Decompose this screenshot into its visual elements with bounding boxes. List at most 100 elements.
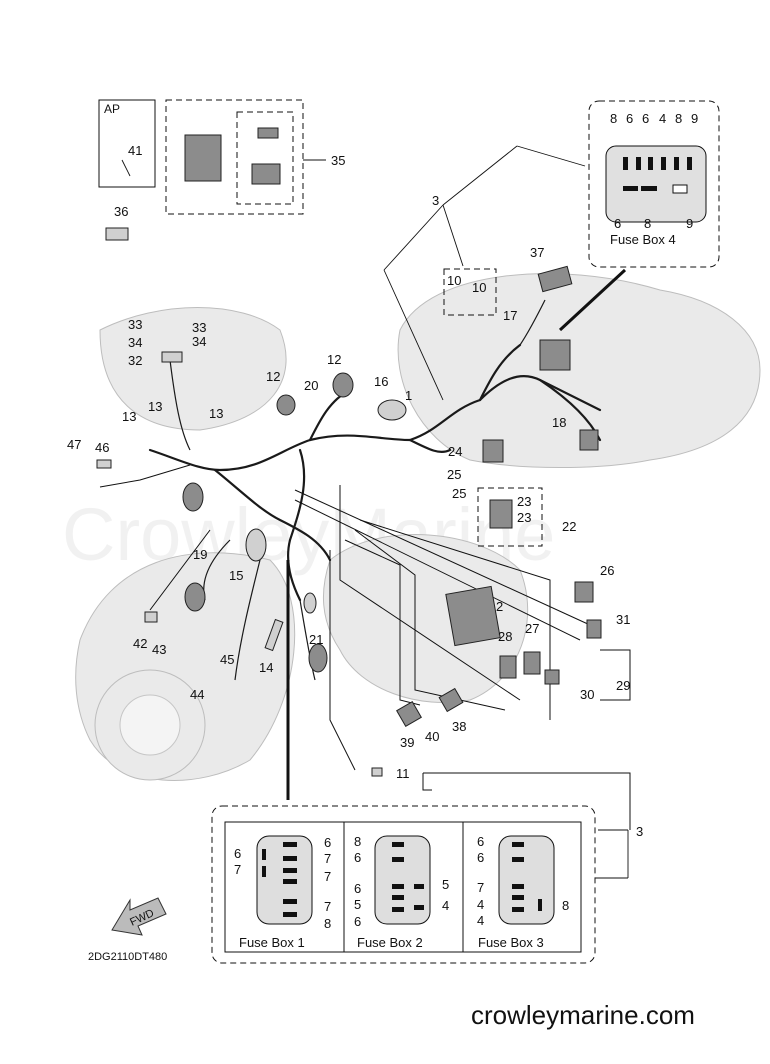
callout-20: 20 bbox=[304, 378, 318, 393]
callout-30: 30 bbox=[580, 687, 594, 702]
callout-47: 40 bbox=[425, 729, 439, 744]
callout-17: 17 bbox=[503, 308, 517, 323]
callout-1: 1 bbox=[405, 388, 412, 403]
fuse-box-2: 8 6 6 5 6 5 4 Fuse Box 2 bbox=[354, 834, 449, 950]
fuse-box-1-title: Fuse Box 1 bbox=[239, 935, 305, 950]
callout-19: 19 bbox=[193, 547, 207, 562]
callout-16: 16 bbox=[374, 374, 388, 389]
fb4-bottom-pin-1: 6 bbox=[614, 216, 621, 231]
callout-13b: 13 bbox=[148, 399, 162, 414]
callout-2: 2 bbox=[496, 599, 503, 614]
fuse-boxes-panel: 6 7 6 7 7 7 8 Fuse Box 1 8 6 6 5 6 5 4 bbox=[211, 805, 596, 964]
fb4-pin-4: 4 bbox=[659, 111, 666, 126]
callout-35: 35 bbox=[331, 153, 345, 168]
fb2-left-pin-4: 5 bbox=[354, 897, 361, 912]
callout-42: 45 bbox=[220, 652, 234, 667]
callout-38: 41 bbox=[128, 143, 142, 158]
fuse-box-4-slot-9 bbox=[672, 184, 688, 194]
callout-44: 47 bbox=[67, 437, 81, 452]
fb4-bottom-pin-2: 8 bbox=[644, 216, 651, 231]
callout-23b: 23 bbox=[517, 510, 531, 525]
callout-25a: 25 bbox=[447, 467, 461, 482]
wire-harness bbox=[148, 299, 602, 681]
ecu-group-35 bbox=[165, 99, 326, 215]
fb4-pin-1: 8 bbox=[610, 111, 617, 126]
callout-11: 11 bbox=[396, 766, 410, 781]
callout-21: 21 bbox=[309, 632, 323, 647]
components bbox=[96, 265, 602, 777]
fb4-bottom-pin-3: 9 bbox=[686, 216, 693, 231]
callout-45: 38 bbox=[452, 719, 466, 734]
fb3-left-pin-1: 6 bbox=[477, 834, 484, 849]
fb3-right-pin-1: 8 bbox=[562, 898, 569, 913]
callout-28: 28 bbox=[498, 629, 512, 644]
fb1-left-pin-1: 6 bbox=[234, 846, 241, 861]
callout-23a: 23 bbox=[517, 494, 531, 509]
callout-25b: 25 bbox=[452, 486, 466, 501]
callout-34b: 34 bbox=[192, 334, 206, 349]
callout-29: 29 bbox=[616, 678, 630, 693]
drawing-code: 2DG2110DT480 bbox=[88, 951, 167, 963]
fb2-right-pin-1: 5 bbox=[442, 877, 449, 892]
callout-31: 31 bbox=[616, 612, 630, 627]
callout-33b: 33 bbox=[192, 320, 206, 335]
ap-box: AP bbox=[98, 99, 156, 188]
callout-10a: 10 bbox=[447, 273, 461, 288]
callout-22: 22 bbox=[562, 519, 576, 534]
fuse-box-3-title: Fuse Box 3 bbox=[478, 935, 544, 950]
fb3-left-pin-3: 7 bbox=[477, 880, 484, 895]
scooter-body-outline bbox=[75, 273, 761, 781]
fuse-box-3: 6 6 7 4 4 8 Fuse Box 3 bbox=[477, 834, 569, 950]
callout-13a: 13 bbox=[122, 409, 136, 424]
fuse-box-2-title: Fuse Box 2 bbox=[357, 935, 423, 950]
fb3-left-pin-2: 6 bbox=[477, 850, 484, 865]
part-36-clip bbox=[105, 227, 129, 241]
ap-label: AP bbox=[104, 102, 120, 116]
fuse-box-4-slot-6 bbox=[623, 186, 638, 191]
callout-34a: 34 bbox=[128, 335, 142, 350]
fuse-box-4-top-slots bbox=[623, 157, 692, 170]
fb1-right-pin-1: 6 bbox=[324, 835, 331, 850]
routing-lines bbox=[99, 464, 631, 879]
callout-18: 18 bbox=[552, 415, 566, 430]
forward-arrow-icon: FWD bbox=[111, 897, 167, 936]
fb2-right-pin-2: 4 bbox=[442, 898, 449, 913]
fb2-left-pin-5: 6 bbox=[354, 914, 361, 929]
callout-10b: 10 bbox=[472, 280, 486, 295]
callout-13c: 13 bbox=[209, 406, 223, 421]
fb1-right-pin-2: 7 bbox=[324, 851, 331, 866]
part-22-group bbox=[477, 487, 543, 547]
fb2-left-pin-3: 6 bbox=[354, 881, 361, 896]
callout-24: 24 bbox=[448, 444, 462, 459]
fuse-box-4-inset: 8 6 6 4 8 9 6 8 9 Fuse Box 4 bbox=[558, 100, 720, 332]
fb1-left-pin-2: 7 bbox=[234, 862, 241, 877]
callout-41: 44 bbox=[190, 687, 204, 702]
callout-3-leaders bbox=[383, 145, 586, 401]
fb2-left-pin-2: 6 bbox=[354, 850, 361, 865]
callout-46: 39 bbox=[400, 735, 414, 750]
callout-12b: 12 bbox=[266, 369, 280, 384]
fb4-pin-6: 9 bbox=[691, 111, 698, 126]
part-10-group bbox=[443, 268, 497, 316]
fb3-left-pin-5: 4 bbox=[477, 913, 484, 928]
website-url: crowleymarine.com bbox=[471, 1000, 695, 1030]
callout-27: 27 bbox=[525, 621, 539, 636]
callout-33a: 33 bbox=[128, 317, 142, 332]
fuse-box-1: 6 7 6 7 7 7 8 Fuse Box 1 bbox=[234, 835, 331, 950]
fb2-left-pin-1: 8 bbox=[354, 834, 361, 849]
callout-40: 43 bbox=[152, 642, 166, 657]
fb3-left-pin-4: 4 bbox=[477, 897, 484, 912]
callout-12a: 12 bbox=[327, 352, 341, 367]
fb1-right-pin-3: 7 bbox=[324, 869, 331, 884]
callout-39: 42 bbox=[133, 636, 147, 651]
callout-26: 26 bbox=[600, 563, 614, 578]
callout-labels: 1 2 3 3 41 10 10 11 12 12 13 13 13 14 15… bbox=[67, 143, 643, 839]
callout-37: 37 bbox=[530, 245, 544, 260]
callout-32: 32 bbox=[128, 353, 142, 368]
fb1-right-pin-5: 8 bbox=[324, 916, 331, 931]
callout-15: 15 bbox=[229, 568, 243, 583]
fb1-right-pin-4: 7 bbox=[324, 899, 331, 914]
fuse-box-4-slot-8 bbox=[641, 186, 657, 191]
fb4-pin-5: 8 bbox=[675, 111, 682, 126]
